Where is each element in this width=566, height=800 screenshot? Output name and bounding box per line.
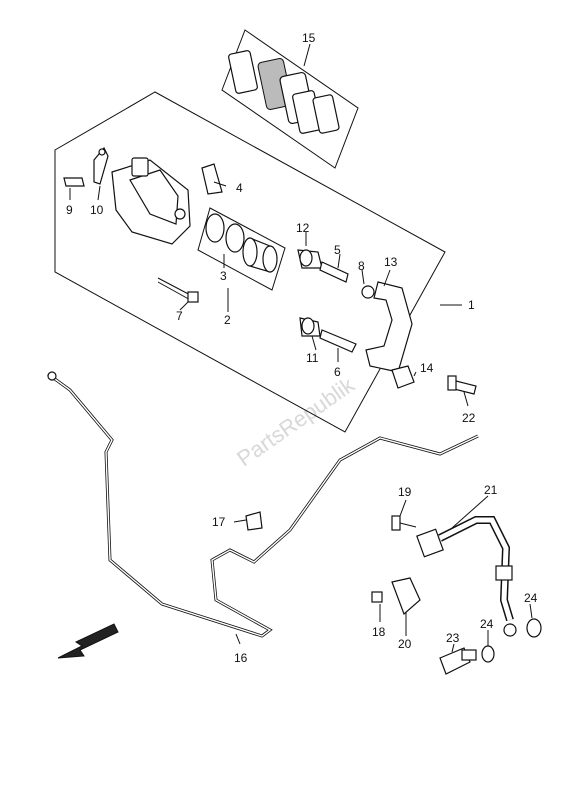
piston-kit-frame bbox=[197, 207, 286, 291]
callout-13: 13 bbox=[384, 255, 398, 269]
callout-4: 4 bbox=[236, 181, 243, 195]
brake-hose[interactable] bbox=[416, 516, 517, 637]
brake-pipe-inner bbox=[47, 373, 479, 637]
pipe-flare-nut bbox=[47, 371, 57, 381]
callout-12: 12 bbox=[296, 221, 310, 235]
bracket-rubber[interactable] bbox=[391, 365, 415, 389]
callout-22: 22 bbox=[462, 411, 476, 425]
hose-clamp-bolt[interactable] bbox=[391, 515, 417, 531]
callout-5: 5 bbox=[334, 243, 341, 257]
callout-6: 6 bbox=[334, 365, 341, 379]
pin-boot-lower[interactable] bbox=[299, 317, 321, 337]
callout-3: 3 bbox=[220, 269, 227, 283]
callout-9: 9 bbox=[66, 203, 73, 217]
callout-10: 10 bbox=[90, 203, 104, 217]
caliper-assembly-frame bbox=[54, 91, 446, 433]
callout-21: 21 bbox=[484, 483, 498, 497]
washer-lower[interactable] bbox=[481, 645, 495, 663]
sleeve-pin-upper[interactable] bbox=[319, 261, 349, 283]
caliper-mount-bolt[interactable] bbox=[447, 375, 477, 395]
callout-24-right: 24 bbox=[524, 591, 538, 605]
pipe-clamp[interactable] bbox=[245, 511, 263, 531]
bleeder-screw[interactable] bbox=[63, 177, 85, 187]
callout-8: 8 bbox=[358, 259, 365, 273]
callout-14: 14 bbox=[420, 361, 434, 375]
callout-1: 1 bbox=[468, 298, 475, 312]
front-direction-arrow-icon bbox=[57, 623, 119, 659]
callout-15: 15 bbox=[302, 31, 316, 45]
callout-18: 18 bbox=[372, 625, 386, 639]
pad-pin[interactable] bbox=[157, 277, 199, 303]
callout-labels: 1 2 3 4 5 6 7 8 9 10 11 12 13 14 15 16 1… bbox=[66, 31, 538, 665]
bracket-bolt[interactable] bbox=[371, 591, 383, 603]
leader-lines bbox=[69, 43, 533, 653]
brake-pads[interactable] bbox=[228, 50, 340, 134]
pin-boot-upper[interactable] bbox=[297, 249, 323, 269]
washer[interactable] bbox=[361, 285, 375, 299]
sleeve-pin-lower[interactable] bbox=[319, 329, 357, 353]
hose-bracket[interactable] bbox=[391, 577, 421, 616]
union-bolt[interactable] bbox=[439, 647, 477, 675]
callout-7: 7 bbox=[176, 309, 183, 323]
pad-set-frame bbox=[221, 29, 359, 169]
callout-19: 19 bbox=[398, 485, 412, 499]
washer-right[interactable] bbox=[526, 618, 542, 638]
callout-16: 16 bbox=[234, 651, 248, 665]
callout-17: 17 bbox=[212, 515, 226, 529]
pad-spring[interactable] bbox=[201, 163, 223, 195]
bleeder-cap[interactable] bbox=[93, 146, 109, 185]
caliper-bracket[interactable] bbox=[365, 281, 413, 373]
callout-11: 11 bbox=[306, 351, 319, 365]
caliper-body[interactable] bbox=[111, 157, 191, 245]
piston-seals[interactable] bbox=[205, 213, 245, 253]
callout-23: 23 bbox=[446, 631, 460, 645]
callout-24-lower: 24 bbox=[480, 617, 494, 631]
watermark: PartsRepublik bbox=[232, 372, 359, 472]
callout-2: 2 bbox=[224, 313, 231, 327]
callout-20: 20 bbox=[398, 637, 412, 651]
caliper-piston[interactable] bbox=[242, 237, 278, 273]
